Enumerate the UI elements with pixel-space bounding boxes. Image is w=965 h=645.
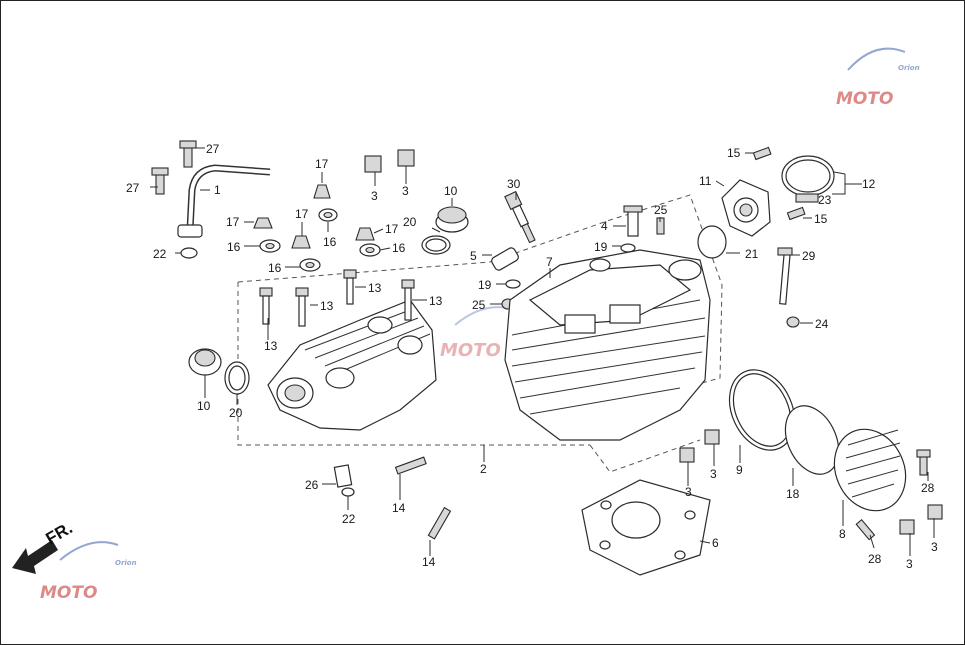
watermark-logo-center: MOTO <box>440 306 516 361</box>
svg-text:Orion: Orion <box>115 559 137 567</box>
callout-3-lower-b: 3 <box>710 467 717 481</box>
callout-4: 4 <box>601 219 608 233</box>
callout-15-lower: 15 <box>814 212 828 226</box>
callout-3-bottom-b: 3 <box>931 540 938 554</box>
hose-clamp-part-12 <box>781 155 835 203</box>
bolts-right <box>752 146 806 328</box>
callout-28-lower: 28 <box>868 552 882 566</box>
callout-2: 2 <box>480 462 487 476</box>
dowel-part-26 <box>333 464 355 497</box>
callout-14-lower: 14 <box>422 555 436 569</box>
watermark-logo-bottom-left: MOTO Orion <box>40 541 137 603</box>
callout-27-left: 27 <box>126 181 140 195</box>
svg-text:MOTO: MOTO <box>836 89 893 109</box>
cylinder-head-gasket-part-6 <box>581 479 711 576</box>
watermark-logo-top-right: MOTO Orion <box>836 47 920 109</box>
washers-and-caps-left <box>253 184 381 272</box>
callout-30: 30 <box>507 177 521 191</box>
oil-pipe-part-1 <box>151 140 271 238</box>
callout-12: 12 <box>862 177 876 191</box>
callout-10-left: 10 <box>197 399 211 413</box>
callout-1: 1 <box>214 183 221 197</box>
callout-8: 8 <box>839 527 846 541</box>
tappet-cap-part-10-left <box>188 348 250 395</box>
callout-14-upper: 14 <box>392 501 406 515</box>
callout-13-second: 13 <box>320 299 334 313</box>
callout-18: 18 <box>786 487 800 501</box>
callout-16-right: 16 <box>392 241 406 255</box>
callout-9: 9 <box>736 463 743 477</box>
callout-3-bottom-a: 3 <box>906 557 913 571</box>
callout-16-middle: 16 <box>323 235 337 249</box>
svg-text:MOTO: MOTO <box>440 340 501 361</box>
callout-25-lower: 25 <box>472 298 486 312</box>
callout-20-top: 20 <box>403 215 417 229</box>
callout-13-right: 13 <box>429 294 443 308</box>
callout-16-lower: 16 <box>268 261 282 275</box>
leader-lines <box>150 147 935 556</box>
callout-24: 24 <box>815 317 829 331</box>
spark-plug-part-30 <box>504 190 536 244</box>
intake-pipe-part-11 <box>721 179 771 237</box>
callout-23: 23 <box>818 193 832 207</box>
callout-7: 7 <box>546 255 553 269</box>
callout-26: 26 <box>305 478 319 492</box>
callout-3-lower-a: 3 <box>685 485 692 499</box>
callout-16-left: 16 <box>227 240 241 254</box>
callout-22-upper: 22 <box>153 247 167 261</box>
rubber-blocks-part-3 <box>364 149 943 535</box>
front-direction-arrow: FR. <box>12 518 76 574</box>
side-cover-part-8 <box>833 428 931 541</box>
callout-20-left: 20 <box>229 406 243 420</box>
callout-29: 29 <box>802 249 816 263</box>
callout-5: 5 <box>470 249 477 263</box>
studs-part-14 <box>394 456 452 540</box>
callout-17-middle: 17 <box>295 207 309 221</box>
callout-3-top-left: 3 <box>371 189 378 203</box>
callout-10-top: 10 <box>444 184 458 198</box>
assembly-outline <box>237 194 723 473</box>
callout-3-top-right: 3 <box>402 184 409 198</box>
callout-27-top: 27 <box>206 142 220 156</box>
svg-text:Orion: Orion <box>898 64 920 72</box>
callout-28-right: 28 <box>921 481 935 495</box>
o-ring-part-22-upper <box>180 247 198 259</box>
cylinder-head-part-2 <box>504 249 711 441</box>
callout-25-upper: 25 <box>654 203 668 217</box>
callout-11: 11 <box>699 174 712 188</box>
callout-19-upper: 19 <box>594 240 608 254</box>
o-rings-side <box>697 225 840 475</box>
callout-17-left: 17 <box>226 215 240 229</box>
callout-13-third: 13 <box>368 281 382 295</box>
callout-21: 21 <box>745 247 759 261</box>
callout-22-lower: 22 <box>342 512 356 526</box>
callout-6: 6 <box>712 536 719 550</box>
callout-19-lower: 19 <box>478 278 492 292</box>
callout-17-top: 17 <box>315 157 329 171</box>
callout-15-top: 15 <box>727 146 741 160</box>
callout-13-left: 13 <box>264 339 278 353</box>
svg-text:MOTO: MOTO <box>40 583 97 603</box>
cylinder-head-cover <box>267 299 437 431</box>
cover-bolts-part-13 <box>259 269 415 327</box>
tappet-cap-part-10-top <box>421 206 469 255</box>
callout-17-right: 17 <box>385 222 399 236</box>
callout-labels: 27 27 1 22 17 17 17 17 16 16 16 16 3 3 1… <box>126 142 938 571</box>
